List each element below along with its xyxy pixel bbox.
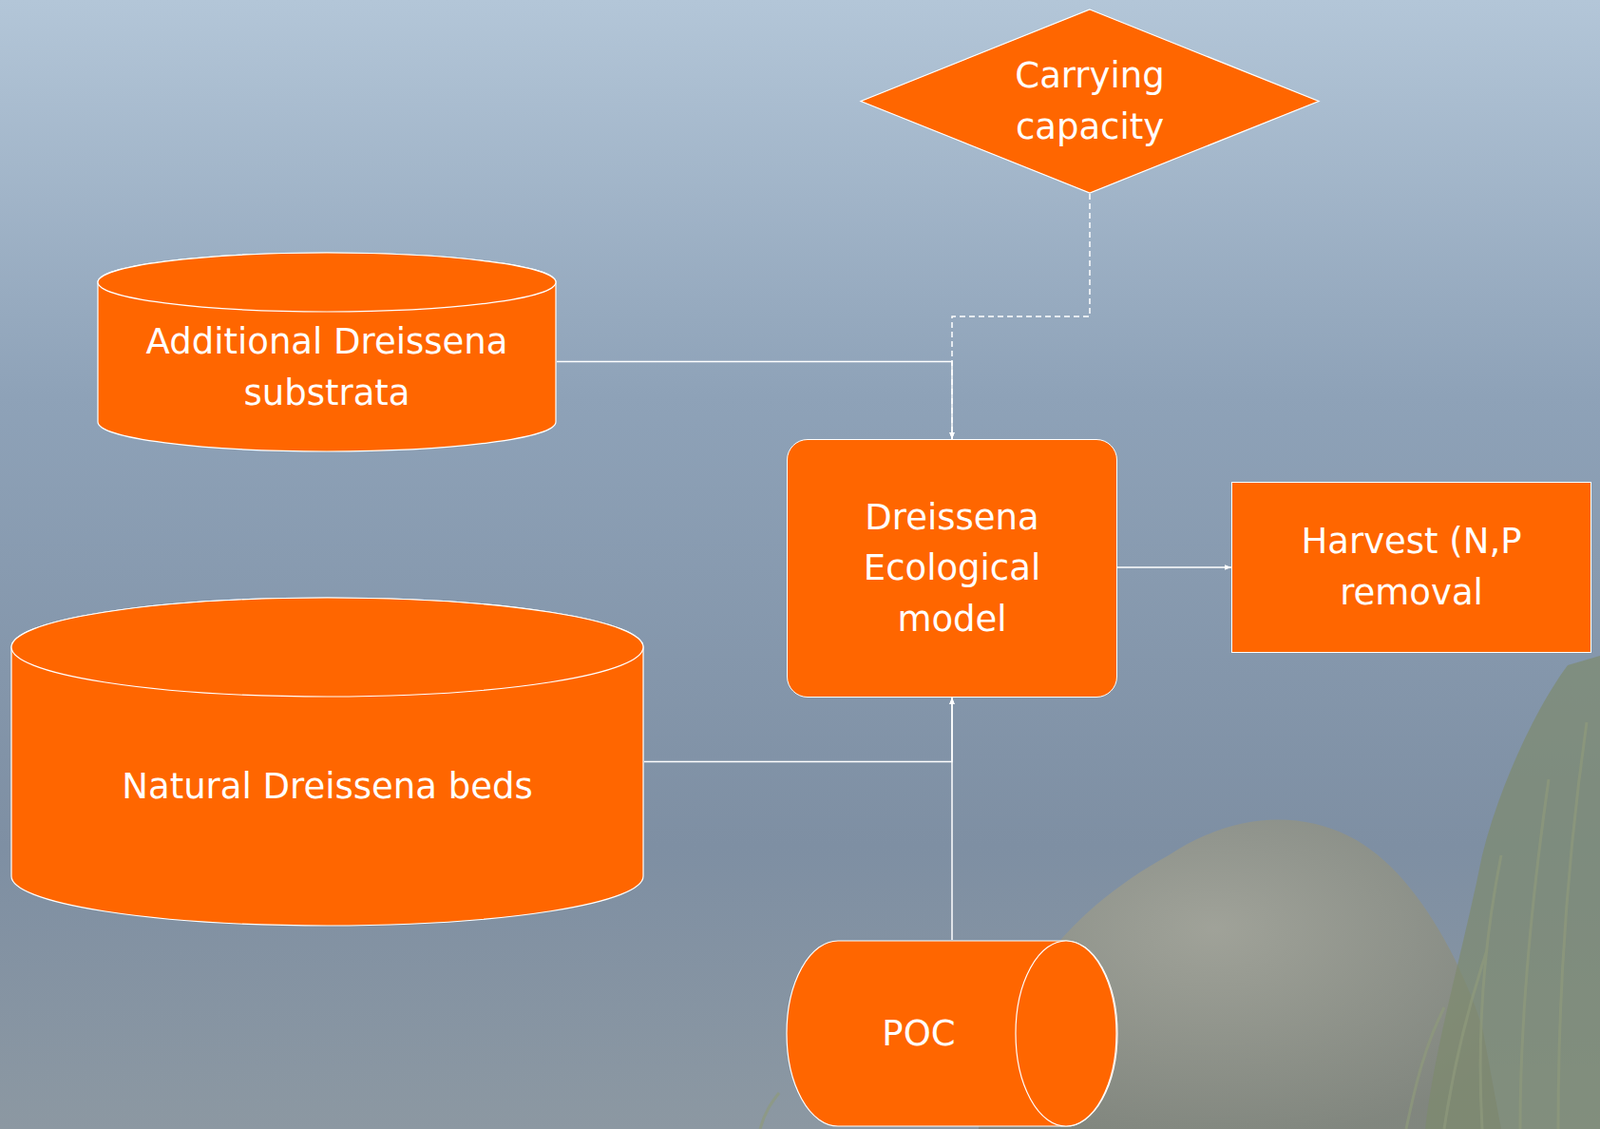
connector [951,697,953,940]
output-box: Harvest (N,P removal [1231,481,1592,653]
node-label: POC [881,1008,955,1060]
node-label: Additional Dreissena substrata [112,316,542,419]
storage-cylinder-outline [10,596,645,927]
dashed-connector [952,193,1090,439]
cylinder-top [97,252,556,312]
input-cylinder: POC [786,939,1118,1127]
text-area: Dreissena Ecological model [787,439,1117,697]
grass-bank [1425,655,1600,1129]
text-area: Additional Dreissena substrata [96,251,557,453]
node-label: Dreissena Ecological model [816,492,1088,646]
node-label: Carrying capacity [961,50,1219,153]
diamond-shape [860,9,1319,193]
decision-diamond: Carrying capacity [859,8,1320,194]
storage-cylinder: Additional Dreissena substrata [96,251,557,453]
storage-cylinder: Natural Dreissena beds [10,596,645,927]
cylinder-body [97,252,556,452]
connector [556,361,953,440]
text-area: Natural Dreissena beds [10,596,645,927]
decision-diamond-outline [859,8,1320,194]
cylinder-top [11,597,644,697]
cylinder-body [11,597,644,926]
node-label: Natural Dreissena beds [121,761,533,813]
text-area: Harvest (N,P removal [1232,482,1591,652]
grass-blades [760,722,1587,1129]
cylinder-end [1015,940,1117,1126]
node-label: Harvest (N,P removal [1255,515,1568,618]
rock [978,819,1502,1129]
text-area: POC [786,939,1118,1127]
connector [1117,566,1232,569]
text-area: Carrying capacity [859,8,1320,194]
cylinder-body [786,940,1118,1126]
connector [644,697,953,762]
process-box: Dreissena Ecological model [786,438,1118,698]
